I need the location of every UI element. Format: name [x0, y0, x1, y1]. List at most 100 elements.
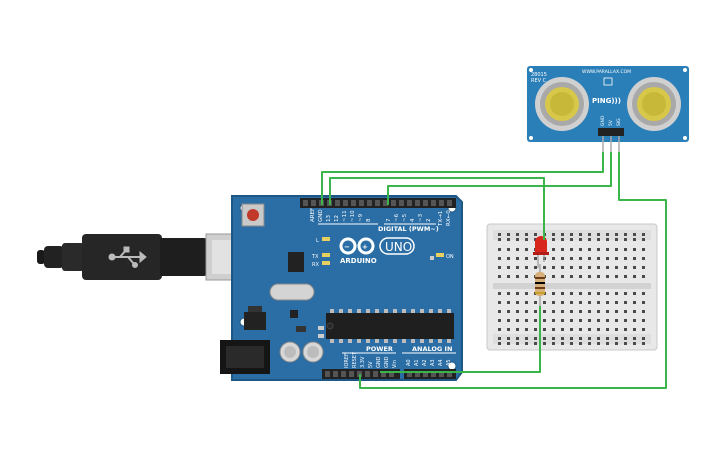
breadboard-hole[interactable] [597, 319, 600, 322]
breadboard-hole[interactable] [633, 233, 636, 236]
breadboard-hole[interactable] [516, 319, 519, 322]
breadboard-hole[interactable] [543, 319, 546, 322]
breadboard-hole[interactable] [615, 328, 618, 331]
breadboard-hole[interactable] [588, 292, 591, 295]
breadboard-hole[interactable] [624, 238, 627, 241]
wire-d7[interactable] [387, 152, 612, 205]
analog-header[interactable] [404, 369, 456, 379]
breadboard-hole[interactable] [642, 337, 645, 340]
breadboard-hole[interactable] [507, 328, 510, 331]
breadboard-hole[interactable] [615, 248, 618, 251]
breadboard-hole[interactable] [543, 310, 546, 313]
breadboard-hole[interactable] [588, 328, 591, 331]
breadboard-hole[interactable] [615, 292, 618, 295]
breadboard-hole[interactable] [534, 266, 537, 269]
breadboard-hole[interactable] [570, 233, 573, 236]
breadboard-hole[interactable] [624, 337, 627, 340]
breadboard-hole[interactable] [588, 233, 591, 236]
breadboard-hole[interactable] [606, 310, 609, 313]
breadboard-hole[interactable] [606, 233, 609, 236]
breadboard-hole[interactable] [525, 257, 528, 260]
breadboard-hole[interactable] [498, 233, 501, 236]
wire-d12-led[interactable] [329, 177, 545, 240]
breadboard-hole[interactable] [570, 238, 573, 241]
breadboard-hole[interactable] [525, 328, 528, 331]
breadboard-hole[interactable] [498, 319, 501, 322]
breadboard-hole[interactable] [642, 319, 645, 322]
breadboard-hole[interactable] [597, 328, 600, 331]
breadboard-hole[interactable] [615, 238, 618, 241]
reset-button-icon[interactable] [241, 203, 265, 227]
usb-cable[interactable] [37, 233, 265, 281]
breadboard-hole[interactable] [633, 328, 636, 331]
breadboard-hole[interactable] [507, 238, 510, 241]
breadboard-hole[interactable] [552, 275, 555, 278]
breadboard-hole[interactable] [570, 292, 573, 295]
breadboard-hole[interactable] [588, 248, 591, 251]
breadboard-hole[interactable] [579, 319, 582, 322]
breadboard-hole[interactable] [534, 257, 537, 260]
breadboard-hole[interactable] [633, 257, 636, 260]
breadboard-hole[interactable] [633, 238, 636, 241]
breadboard-hole[interactable] [642, 301, 645, 304]
breadboard-hole[interactable] [642, 266, 645, 269]
red-led[interactable] [533, 236, 549, 268]
breadboard-hole[interactable] [498, 275, 501, 278]
breadboard-hole[interactable] [633, 319, 636, 322]
breadboard-hole[interactable] [642, 292, 645, 295]
breadboard-hole[interactable] [498, 266, 501, 269]
breadboard-hole[interactable] [498, 257, 501, 260]
breadboard-hole[interactable] [624, 292, 627, 295]
breadboard-hole[interactable] [615, 342, 618, 345]
breadboard-hole[interactable] [588, 319, 591, 322]
breadboard-hole[interactable] [588, 310, 591, 313]
breadboard-hole[interactable] [624, 248, 627, 251]
breadboard-hole[interactable] [615, 257, 618, 260]
breadboard-hole[interactable] [543, 337, 546, 340]
breadboard-hole[interactable] [507, 342, 510, 345]
breadboard-hole[interactable] [597, 275, 600, 278]
breadboard-hole[interactable] [588, 342, 591, 345]
breadboard-hole[interactable] [597, 233, 600, 236]
breadboard-hole[interactable] [561, 328, 564, 331]
breadboard-hole[interactable] [606, 337, 609, 340]
breadboard-hole[interactable] [642, 275, 645, 278]
breadboard-hole[interactable] [615, 337, 618, 340]
breadboard-hole[interactable] [606, 328, 609, 331]
breadboard-hole[interactable] [534, 238, 537, 241]
breadboard-hole[interactable] [525, 233, 528, 236]
breadboard-hole[interactable] [561, 292, 564, 295]
breadboard-hole[interactable] [606, 257, 609, 260]
breadboard-hole[interactable] [561, 257, 564, 260]
breadboard-hole[interactable] [597, 238, 600, 241]
breadboard-hole[interactable] [606, 238, 609, 241]
breadboard-hole[interactable] [642, 257, 645, 260]
sensor-pin-header[interactable] [598, 128, 624, 136]
breadboard-hole[interactable] [615, 233, 618, 236]
breadboard-hole[interactable] [597, 257, 600, 260]
breadboard-hole[interactable] [588, 337, 591, 340]
breadboard-hole[interactable] [579, 292, 582, 295]
breadboard-hole[interactable] [516, 337, 519, 340]
breadboard-hole[interactable] [516, 233, 519, 236]
breadboard-hole[interactable] [561, 337, 564, 340]
breadboard-hole[interactable] [570, 301, 573, 304]
breadboard-hole[interactable] [516, 266, 519, 269]
breadboard-hole[interactable] [498, 328, 501, 331]
breadboard-hole[interactable] [561, 233, 564, 236]
breadboard-hole[interactable] [570, 342, 573, 345]
breadboard-hole[interactable] [561, 319, 564, 322]
breadboard-hole[interactable] [579, 233, 582, 236]
breadboard-hole[interactable] [525, 301, 528, 304]
breadboard-hole[interactable] [579, 238, 582, 241]
breadboard-hole[interactable] [534, 342, 537, 345]
breadboard-hole[interactable] [588, 301, 591, 304]
breadboard-hole[interactable] [642, 238, 645, 241]
breadboard-hole[interactable] [588, 266, 591, 269]
breadboard-hole[interactable] [615, 266, 618, 269]
breadboard-hole[interactable] [597, 342, 600, 345]
breadboard-hole[interactable] [525, 275, 528, 278]
breadboard-hole[interactable] [525, 292, 528, 295]
breadboard-hole[interactable] [633, 292, 636, 295]
breadboard-hole[interactable] [624, 257, 627, 260]
